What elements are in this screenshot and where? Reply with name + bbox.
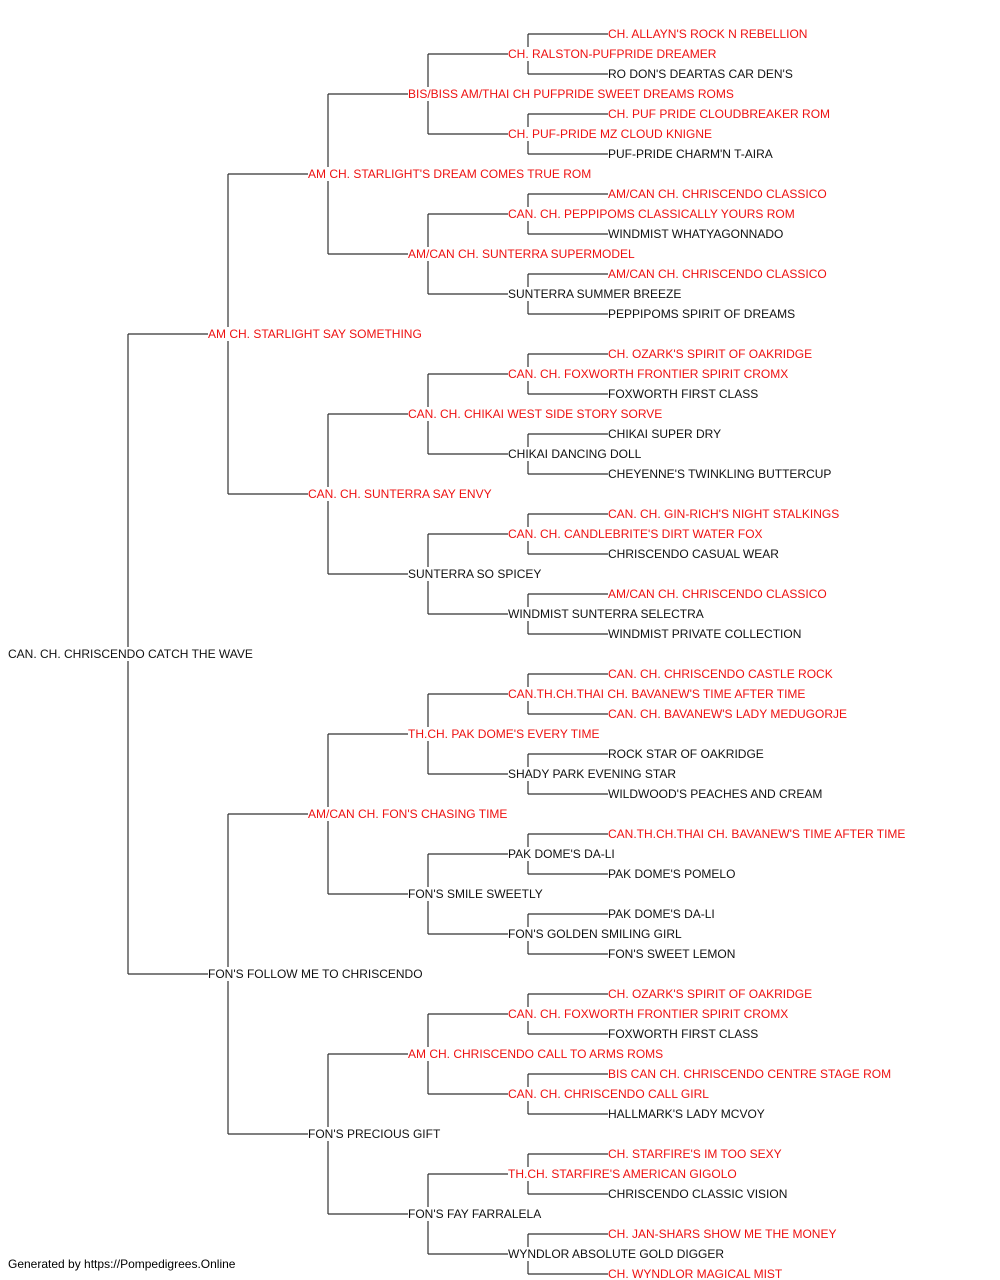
ancestor-name: CAN. CH. CANDLEBRITE'S DIRT WATER FOX <box>508 527 765 541</box>
ancestor-name: CH. PUF-PRIDE MZ CLOUD KNIGNE <box>508 127 715 141</box>
ancestor-name: CH. WYNDLOR MAGICAL MIST <box>608 1267 785 1280</box>
ancestor-name: SUNTERRA SUMMER BREEZE <box>508 287 684 301</box>
ancestor-name: FON'S SMILE SWEETLY <box>408 887 545 901</box>
ancestor-name: FON'S SWEET LEMON <box>608 947 738 961</box>
ancestor-name: CHRISCENDO CASUAL WEAR <box>608 547 781 561</box>
ancestor-name: AM/CAN CH. FON'S CHASING TIME <box>308 807 510 821</box>
ancestor-name: CHRISCENDO CLASSIC VISION <box>608 1187 790 1201</box>
ancestor-name: FON'S FOLLOW ME TO CHRISCENDO <box>208 967 425 981</box>
ancestor-name: CAN. CH. SUNTERRA SAY ENVY <box>308 487 494 501</box>
ancestor-name: CAN.TH.CH.THAI CH. BAVANEW'S TIME AFTER … <box>608 827 908 841</box>
ancestor-name: CAN. CH. GIN-RICH'S NIGHT STALKINGS <box>608 507 842 521</box>
ancestor-name: PAK DOME'S DA-LI <box>608 907 717 921</box>
ancestor-name: CAN. CH. PEPPIPOMS CLASSICALLY YOURS ROM <box>508 207 797 221</box>
ancestor-name: TH.CH. STARFIRE'S AMERICAN GIGOLO <box>508 1167 739 1181</box>
ancestor-name: PAK DOME'S DA-LI <box>508 847 617 861</box>
ancestor-name: PUF-PRIDE CHARM'N T-AIRA <box>608 147 775 161</box>
ancestor-name: CH. PUF PRIDE CLOUDBREAKER ROM <box>608 107 833 121</box>
ancestor-name: CH. JAN-SHARS SHOW ME THE MONEY <box>608 1227 839 1241</box>
ancestor-name: BIS/BISS AM/THAI CH PUFPRIDE SWEET DREAM… <box>408 87 736 101</box>
ancestor-name: WINDMIST WHATYAGONNADO <box>608 227 786 241</box>
ancestor-name: WYNDLOR ABSOLUTE GOLD DIGGER <box>508 1247 727 1261</box>
ancestor-name: WINDMIST PRIVATE COLLECTION <box>608 627 804 641</box>
ancestor-name: FON'S GOLDEN SMILING GIRL <box>508 927 684 941</box>
ancestor-name: CAN. CH. FOXWORTH FRONTIER SPIRIT CROMX <box>508 1007 791 1021</box>
ancestor-name: CAN.TH.CH.THAI CH. BAVANEW'S TIME AFTER … <box>508 687 808 701</box>
ancestor-name: CAN. CH. CHIKAI WEST SIDE STORY SORVE <box>408 407 665 421</box>
generated-by-footer: Generated by https://Pompedigrees.Online <box>8 1257 236 1271</box>
ancestor-name: CAN. CH. CHRISCENDO CASTLE ROCK <box>608 667 835 681</box>
ancestor-name: CH. OZARK'S SPIRIT OF OAKRIDGE <box>608 987 815 1001</box>
ancestor-name: CHIKAI DANCING DOLL <box>508 447 644 461</box>
ancestor-name: CH. STARFIRE'S IM TOO SEXY <box>608 1147 784 1161</box>
ancestor-name: AM/CAN CH. CHRISCENDO CLASSICO <box>608 587 829 601</box>
ancestor-name: AM/CAN CH. CHRISCENDO CLASSICO <box>608 267 829 281</box>
ancestor-name: AM CH. STARLIGHT SAY SOMETHING <box>208 327 424 341</box>
subject-dog-name: CAN. CH. CHRISCENDO CATCH THE WAVE <box>8 647 255 661</box>
ancestor-name: PAK DOME'S POMELO <box>608 867 738 881</box>
ancestor-name: PEPPIPOMS SPIRIT OF DREAMS <box>608 307 798 321</box>
ancestor-name: AM/CAN CH. SUNTERRA SUPERMODEL <box>408 247 637 261</box>
ancestor-name: FOXWORTH FIRST CLASS <box>608 387 761 401</box>
ancestor-name: WILDWOOD'S PEACHES AND CREAM <box>608 787 825 801</box>
ancestor-name: RO DON'S DEARTAS CAR DEN'S <box>608 67 795 81</box>
ancestor-name: SHADY PARK EVENING STAR <box>508 767 679 781</box>
ancestor-name: FOXWORTH FIRST CLASS <box>608 1027 761 1041</box>
ancestor-name: TH.CH. PAK DOME'S EVERY TIME <box>408 727 602 741</box>
ancestor-name: FON'S FAY FARRALELA <box>408 1207 544 1221</box>
ancestor-name: CHIKAI SUPER DRY <box>608 427 724 441</box>
ancestor-name: CH. ALLAYN'S ROCK N REBELLION <box>608 27 810 41</box>
ancestor-name: CHEYENNE'S TWINKLING BUTTERCUP <box>608 467 834 481</box>
ancestor-name: FON'S PRECIOUS GIFT <box>308 1127 443 1141</box>
ancestor-name: WINDMIST SUNTERRA SELECTRA <box>508 607 706 621</box>
ancestor-name: CAN. CH. CHRISCENDO CALL GIRL <box>508 1087 711 1101</box>
ancestor-name: CAN. CH. BAVANEW'S LADY MEDUGORJE <box>608 707 849 721</box>
ancestor-name: HALLMARK'S LADY MCVOY <box>608 1107 767 1121</box>
ancestor-name: BIS CAN CH. CHRISCENDO CENTRE STAGE ROM <box>608 1067 894 1081</box>
ancestor-name: CH. RALSTON-PUFPRIDE DREAMER <box>508 47 719 61</box>
ancestor-name: AM CH. CHRISCENDO CALL TO ARMS ROMS <box>408 1047 666 1061</box>
ancestor-name: CAN. CH. FOXWORTH FRONTIER SPIRIT CROMX <box>508 367 791 381</box>
ancestor-name: AM/CAN CH. CHRISCENDO CLASSICO <box>608 187 829 201</box>
ancestor-name: ROCK STAR OF OAKRIDGE <box>608 747 766 761</box>
ancestor-name: SUNTERRA SO SPICEY <box>408 567 544 581</box>
ancestor-name: AM CH. STARLIGHT'S DREAM COMES TRUE ROM <box>308 167 594 181</box>
ancestor-name: CH. OZARK'S SPIRIT OF OAKRIDGE <box>608 347 815 361</box>
